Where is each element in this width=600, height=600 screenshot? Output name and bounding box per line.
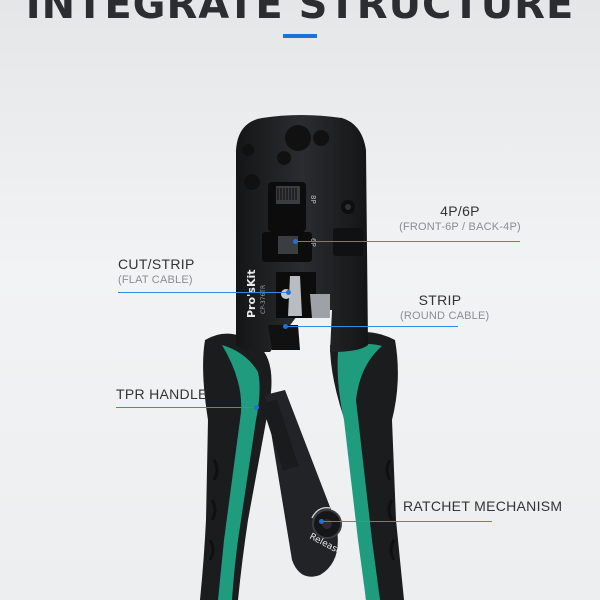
callout-strip: STRIP (ROUND CABLE) xyxy=(400,292,490,322)
callout-cut-strip-line xyxy=(118,292,288,293)
callout-cut-strip-label: CUT/STRIP xyxy=(118,256,195,272)
callout-4p6p-sub: (FRONT-6P / BACK-4P) xyxy=(399,221,521,233)
die-label-top: 8P xyxy=(309,195,317,204)
callout-tpr-handle: TPR HANDLE xyxy=(116,386,208,402)
callout-cut-strip-dot xyxy=(286,290,291,295)
callout-ratchet: RATCHET MECHANISM xyxy=(403,498,562,514)
tool-head xyxy=(236,115,368,352)
callout-4p6p-line xyxy=(296,241,520,242)
callout-4p6p-dot xyxy=(293,239,298,244)
left-handle xyxy=(200,333,272,600)
right-handle xyxy=(330,332,404,600)
callout-cut-strip: CUT/STRIP (FLAT CABLE) xyxy=(118,256,195,286)
callout-4p6p: 4P/6P (FRONT-6P / BACK-4P) xyxy=(390,203,530,233)
die-label-bottom: 6P xyxy=(309,238,317,247)
callout-strip-line xyxy=(286,326,458,327)
callout-4p6p-label: 4P/6P xyxy=(440,203,480,219)
brand-name: Pro'sKit xyxy=(245,269,258,318)
page-title: INTEGRATE STRUCTURE xyxy=(25,0,575,28)
callout-tpr-handle-line xyxy=(116,407,256,408)
callout-ratchet-label: RATCHET MECHANISM xyxy=(403,498,563,514)
title-underline xyxy=(283,34,317,38)
callout-strip-label: STRIP xyxy=(418,292,462,308)
brand-model: CP-376TR xyxy=(260,285,267,314)
callout-cut-strip-sub: (FLAT CABLE) xyxy=(118,274,193,286)
callout-tpr-handle-label: TPR HANDLE xyxy=(116,386,208,402)
callout-tpr-handle-dot xyxy=(254,405,259,410)
callout-strip-dot xyxy=(283,324,288,329)
callout-strip-sub: (ROUND CABLE) xyxy=(400,310,490,322)
callout-ratchet-line xyxy=(322,521,492,522)
callout-ratchet-dot xyxy=(319,519,324,524)
